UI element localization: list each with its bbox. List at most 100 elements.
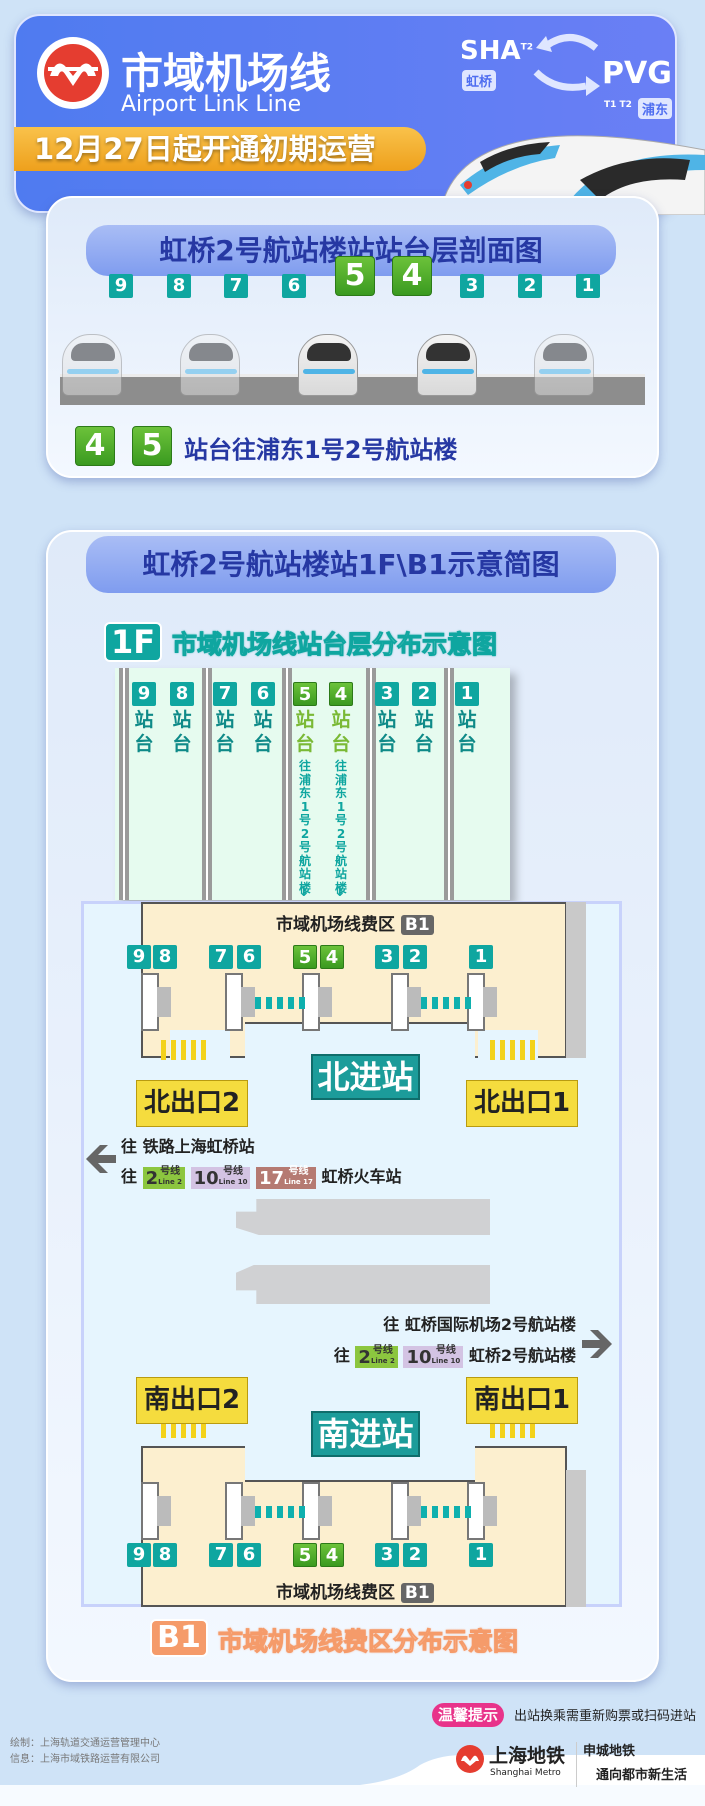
opening-banner: 12月27日起开通初期运营 [14,127,426,171]
south-exit-2[interactable]: 南出口2 [136,1377,248,1424]
wall [566,902,586,1058]
platform-1f-zhan: 站 [172,709,192,731]
platform-number-4: 4 [392,256,432,296]
arrow-left-icon [86,1145,116,1173]
line-number: 10 [406,1346,432,1368]
b1-north-platform-number: 9 [127,945,151,969]
platform-number-3: 3 [460,274,484,298]
b1-north-platform-number: 4 [320,945,344,969]
destination: 虹桥火车站 [321,1167,402,1186]
north-exit-2[interactable]: 北出口2 [136,1080,248,1127]
platform-1f-number: 9 [132,682,156,706]
shanghai-metro-footer-logo-icon [456,1745,484,1773]
platform-1f-number: 1 [455,682,479,706]
line-number: 2 [358,1346,371,1368]
track-divider [282,668,292,900]
passage-marker [255,1506,305,1518]
fare-gate-icon [225,1482,255,1540]
arrow-right-icon [582,1330,612,1358]
divider [576,1742,577,1787]
platform-1f-direction: 往浦东1号2号航站楼 [334,759,347,895]
south-fare-label: 市域机场线费区 B1 [276,1578,434,1603]
credit-drawn: 绘制：上海轨道交通运营管理中心 [10,1738,160,1749]
platform-1f-zhan: 站 [457,709,477,731]
arrow-down-icon: ↓ [334,884,346,900]
b1-north-platform-number: 7 [209,945,233,969]
platform-number-6: 6 [282,274,306,298]
platform-number-1: 1 [576,274,600,298]
pvg-terminals: T1 T2 [604,100,632,110]
fare-notch [245,1022,475,1060]
line-number: 2 [145,1167,159,1189]
stair-block [236,1265,490,1304]
platform-1f-zhan: 站 [377,709,397,731]
footer-base [0,1785,705,1806]
platform-1f-tai: 台 [134,733,154,755]
b1-north-platform-number: 6 [237,945,261,969]
legend-platform-4: 4 [75,426,115,466]
b1-north-platform-number: 8 [153,945,177,969]
b1-south-platform-number: 9 [127,1543,151,1567]
b1-south-platform-number: 4 [320,1543,344,1567]
south-exit-1[interactable]: 南出口1 [466,1377,578,1424]
passage-marker [255,997,305,1009]
slogan-line1: 申城地铁 [583,1744,636,1759]
platform-1f-zhan: 站 [215,709,235,731]
passage-marker [421,1506,472,1518]
line-number: 10 [193,1167,219,1189]
platform-1f-zhan: 站 [331,709,351,731]
platform-1f-zhan: 站 [134,709,154,731]
fare-gate-icon [225,973,255,1031]
destination: 虹桥2号航站楼 [468,1346,576,1365]
platform-1f-zhan: 站 [295,709,315,731]
stair-block [236,1199,490,1235]
b1-south-platform-number: 7 [209,1543,233,1567]
b1-north-platform-number: 5 [293,945,317,969]
north-exit-1[interactable]: 北出口1 [466,1080,578,1127]
platform-number-9: 9 [109,274,133,298]
arrow-down-icon: ↓ [298,884,310,900]
north-entry[interactable]: 北进站 [311,1054,420,1100]
legend-text: 站台往浦东1号2号航站楼 [184,436,458,464]
metro-name-en: Shanghai Metro [490,1768,561,1778]
right-direction-line1: 往 虹桥国际机场2号航站楼 [383,1315,576,1334]
layout-section-title: 虹桥2号航站楼站1F\B1示意简图 [86,536,616,593]
train-illustration-icon [439,135,705,215]
platform-number-8: 8 [167,274,191,298]
track-divider [444,668,454,900]
train-icon [417,334,477,396]
b1-north-platform-number: 2 [403,945,427,969]
platform-number-7: 7 [224,274,248,298]
fare-gate-icon [141,973,171,1031]
b1-south-platform-number: 2 [403,1543,427,1567]
train-icon [180,334,240,396]
south-entry[interactable]: 南进站 [311,1411,420,1457]
train-icon [298,334,358,396]
platform-1f-tai: 台 [215,733,235,755]
line-title: 市域机场线 [121,49,332,98]
pvg-code: PVG [602,56,672,91]
platform-number-5: 5 [335,256,375,296]
platform-1f-tai: 台 [172,733,192,755]
platform-1f-number: 6 [251,682,275,706]
platform-1f-number: 8 [170,682,194,706]
fare-gate-icon [391,1482,421,1540]
credit-info: 信息：上海市域铁路运营有限公司 [10,1754,160,1765]
floor-1f-label: 1F [104,622,162,662]
platform-1f-tai: 台 [457,733,477,755]
fare-gate-icon [141,1482,171,1540]
platform-1f-number: 2 [412,682,436,706]
platform-1f-number: 4 [329,682,353,706]
left-direction-line1: 往 铁路上海虹桥站 [121,1137,255,1156]
line-subtitle: Airport Link Line [121,92,302,117]
b1-south-platform-number: 1 [469,1543,493,1567]
floor-1f-title: 市域机场线站台层分布示意图 [171,630,498,660]
platform-1f-direction: 往浦东1号2号航站楼 [298,759,311,895]
exit-marker [490,1040,535,1060]
route-arrows-icon [533,34,600,96]
